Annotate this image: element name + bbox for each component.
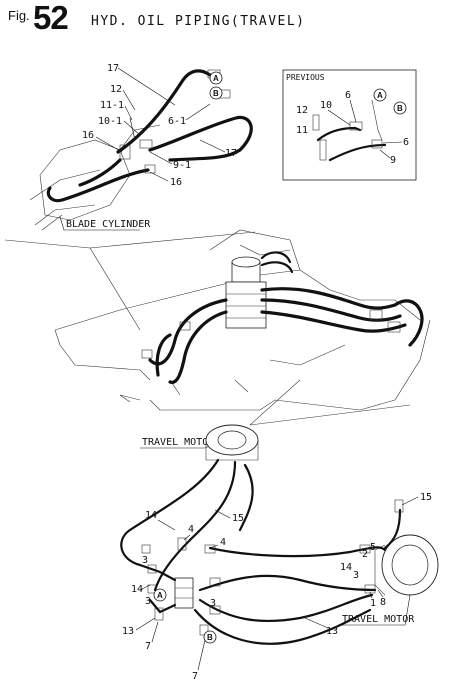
label-17-top: 17 [107, 63, 119, 74]
label-7-bottom: 7 [192, 671, 198, 682]
circle-b-bottom-text: B [207, 633, 213, 642]
previous-box-title: PREVIOUS [286, 73, 325, 82]
label-13-left: 13 [122, 626, 134, 637]
label-14-top: 14 [145, 510, 157, 521]
label-17-bottom: 17 [225, 148, 237, 159]
previous-box: PREVIOUS 12 10 11 6 6 9 A B [282, 69, 417, 181]
label-16-a: 16 [82, 130, 94, 141]
label-3-c: 3 [145, 596, 151, 607]
label-3-b: 3 [210, 598, 216, 609]
label-11-1: 11-1 [100, 100, 124, 111]
prev-circle-a [373, 88, 387, 102]
figure-title: HYD. OIL PIPING(TRAVEL) [91, 14, 306, 29]
top-detail-labels: 17 12 11-1 10-1 16 6-1 9-1 17 16 A B [82, 63, 237, 188]
hose-17b [148, 115, 253, 162]
figure-number: 52 [33, 0, 69, 36]
label-16-b: 16 [170, 177, 182, 188]
label-6-1: 6-1 [168, 116, 186, 127]
label-2: 2 [362, 549, 368, 560]
label-10-1: 10-1 [98, 116, 122, 127]
circle-a-top [209, 71, 223, 85]
hose-17 [116, 69, 212, 154]
label-15-right: 15 [420, 492, 432, 503]
blade-cylinder-callout: BLADE CYLINDER [66, 219, 151, 230]
label-9-1: 9-1 [173, 160, 191, 171]
machine-body [54, 229, 431, 411]
prev-label-6-a: 6 [345, 90, 351, 101]
label-3-d: 3 [353, 570, 359, 581]
label-14-left: 14 [131, 584, 143, 595]
travel-motor-top-callout: TRAVEL MOTOR [142, 437, 215, 448]
prev-label-6-b: 6 [403, 137, 409, 148]
prev-circle-a-text: A [377, 91, 383, 100]
label-14-right: 14 [340, 562, 352, 573]
prev-label-12: 12 [296, 105, 308, 116]
prev-label-9: 9 [390, 155, 396, 166]
label-8: 8 [380, 597, 386, 608]
label-3-a: 3 [142, 555, 148, 566]
circle-a-top-text: A [213, 74, 219, 83]
bottom-detail-labels: 15 14 15 4 4 3 3 14 3 13 7 2 5 14 3 1 8 [122, 492, 432, 682]
prev-label-11: 11 [296, 125, 308, 136]
circle-b-top [209, 86, 223, 100]
circle-a-bottom-text: A [157, 591, 163, 600]
hose-16b [46, 168, 150, 203]
label-12: 12 [110, 84, 122, 95]
figure-prefix: Fig. [8, 8, 30, 23]
prev-circle-b-text: B [397, 104, 403, 113]
travel-motor-right-callout: TRAVEL MOTOR [342, 614, 415, 625]
circle-a-bottom [153, 588, 167, 602]
circle-b-top-text: B [213, 89, 219, 98]
label-1: 1 [370, 598, 376, 609]
label-13-right: 13 [326, 626, 338, 637]
label-4-b: 4 [220, 537, 226, 548]
label-4-a: 4 [188, 524, 194, 535]
label-15-mid: 15 [232, 513, 244, 524]
label-5: 5 [370, 542, 376, 553]
label-7-left: 7 [145, 641, 151, 652]
hose-16a [78, 158, 122, 187]
circle-b-bottom [203, 630, 217, 644]
prev-label-10: 10 [320, 100, 332, 111]
bottom-detail-group [120, 424, 439, 645]
prev-circle-b [393, 101, 407, 115]
top-detail-group [29, 69, 253, 231]
